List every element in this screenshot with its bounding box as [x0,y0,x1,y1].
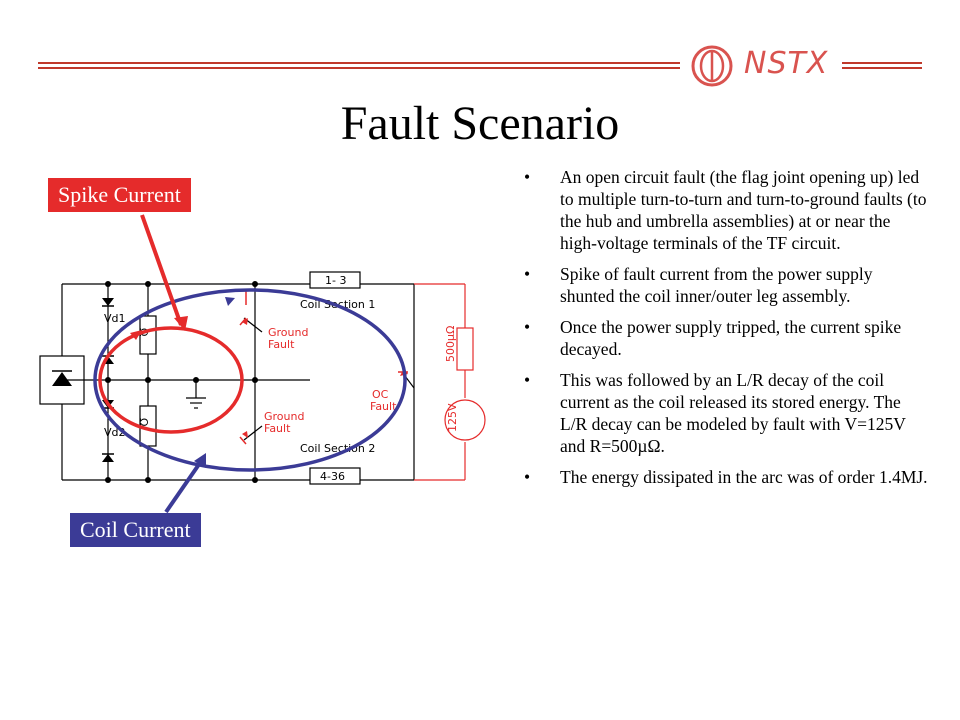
oc-fault-line1: OC [372,388,389,401]
page-title: Fault Scenario [340,97,620,150]
ground-fault-2-line2: Fault [264,422,291,435]
coil-box-top-label: 1- 3 [325,274,346,287]
header-rule-right [842,62,922,64]
coil-box-bottom-label: 4-36 [320,470,345,483]
bullet-item: •This was followed by an L/R decay of th… [524,370,906,456]
bullet-text: Spike of fault current from the power su… [560,264,873,306]
logo-text: NSTX [744,46,829,81]
bullet-text: Once the power supply tripped, the curre… [560,317,902,359]
header-rule-right-2 [842,67,922,69]
bullet-item: •Once the power supply tripped, the curr… [524,317,902,359]
ground-fault-1-line2: Fault [268,338,295,351]
coil-current-callout: Coil Current [70,513,201,547]
bullet-item: •An open circuit fault (the flag joint o… [524,167,927,253]
bullet-text: This was followed by an L/R decay of the… [560,370,906,456]
spike-current-loop [98,326,244,434]
header-rule-left-2 [38,67,680,69]
coil-callout-arrow [164,458,204,514]
bullet-text: The energy dissipated in the arc was of … [560,467,928,487]
ground-fault-2-line1: Ground [264,410,304,423]
oc-fault-line2: Fault [370,400,397,413]
header-rule-left [38,62,680,64]
bullet-text: An open circuit fault (the flag joint op… [560,167,927,253]
bullet-item: •Spike of fault current from the power s… [524,264,873,306]
resistor-value-label: 500µΩ [444,326,457,362]
source-voltage-label: 125V [446,403,459,432]
resistor-bottom-label: Ω [137,418,150,426]
vd1-label: Vd1 [104,312,126,325]
spike-current-callout: Spike Current [48,178,191,212]
nstx-logo-icon [691,45,733,87]
ground-fault-1-line1: Ground [268,326,308,339]
bullet-item: •The energy dissipated in the arc was of… [524,467,928,487]
spike-callout-arrow [140,214,183,326]
bullet-list: •An open circuit fault (the flag joint o… [520,166,930,497]
coil-current-loop [93,288,407,472]
